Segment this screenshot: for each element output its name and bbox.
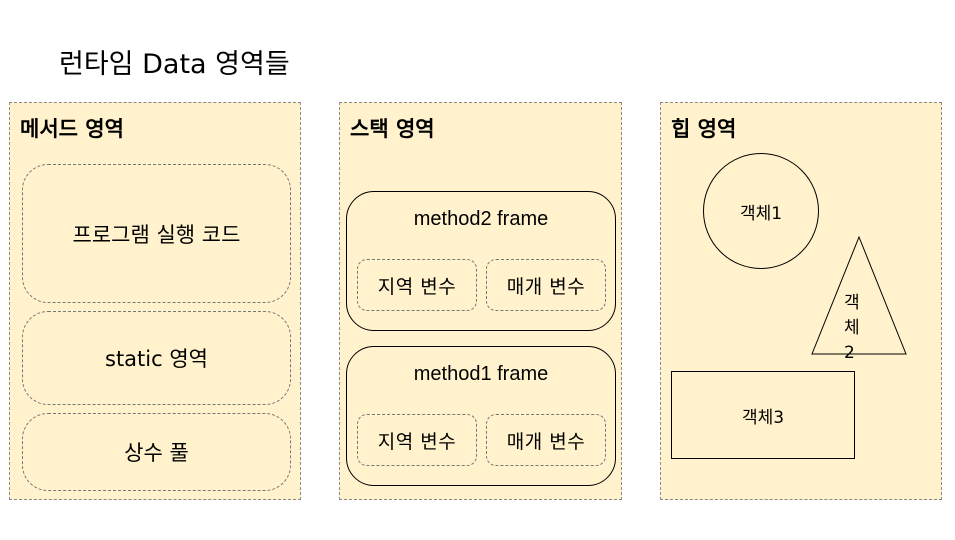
method2-local-vars: 지역 변수 bbox=[357, 259, 477, 311]
object2-label: 객 체 2 bbox=[844, 293, 860, 363]
method1-params: 매개 변수 bbox=[486, 414, 606, 466]
method-area-panel: 메서드 영역 프로그램 실행 코드 static 영역 상수 풀 bbox=[9, 102, 301, 500]
object2-triangle bbox=[811, 236, 907, 355]
method1-frame: method1 frame 지역 변수 매개 변수 bbox=[346, 346, 616, 486]
method-area-title: 메서드 영역 bbox=[20, 117, 124, 141]
constant-pool-box: 상수 풀 bbox=[22, 413, 291, 491]
object1-circle: 객체1 bbox=[703, 153, 819, 269]
program-code-box: 프로그램 실행 코드 bbox=[22, 164, 291, 303]
method2-params: 매개 변수 bbox=[486, 259, 606, 311]
stack-area-panel: 스택 영역 method2 frame 지역 변수 매개 변수 method1 … bbox=[339, 102, 622, 500]
stack-area-title: 스택 영역 bbox=[350, 117, 435, 141]
heap-area-title: 힙 영역 bbox=[671, 117, 737, 141]
method1-local-vars: 지역 변수 bbox=[357, 414, 477, 466]
object1-label: 객체1 bbox=[739, 203, 783, 224]
method2-frame: method2 frame 지역 변수 매개 변수 bbox=[346, 191, 616, 331]
method1-frame-label: method1 frame bbox=[413, 363, 549, 385]
object3-label: 객체3 bbox=[741, 407, 785, 428]
page-title: 런타임 Data 영역들 bbox=[59, 49, 290, 80]
method2-frame-label: method2 frame bbox=[413, 208, 549, 230]
object3-rect: 객체3 bbox=[671, 371, 855, 459]
static-area-box: static 영역 bbox=[22, 311, 291, 405]
heap-area-panel: 힙 영역 객체1 객 체 2 객체3 bbox=[660, 102, 942, 500]
